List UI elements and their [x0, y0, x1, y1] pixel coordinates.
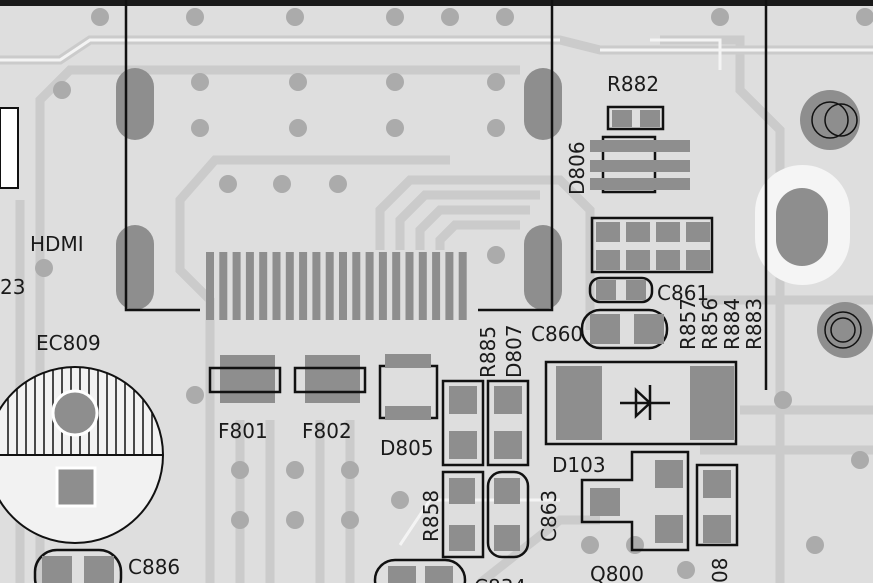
- label-f802: F802: [302, 419, 352, 443]
- connector-pin: [432, 252, 441, 320]
- connector-pin: [405, 252, 414, 320]
- connector-pin: [285, 252, 294, 320]
- label-hdmi: HDMI: [30, 232, 84, 256]
- vias: [35, 8, 873, 579]
- label-d103: D103: [552, 453, 606, 477]
- hdmi-connector: [0, 0, 768, 390]
- label-r856: R856: [698, 298, 722, 350]
- connector-pin: [325, 252, 334, 320]
- connector-pin: [312, 252, 321, 320]
- label-f801: F801: [218, 419, 268, 443]
- label-q800: Q800: [590, 562, 644, 583]
- connector-pin: [418, 252, 427, 320]
- label-23: 23: [0, 275, 25, 299]
- connector-pin: [259, 252, 268, 320]
- label-c861: C861: [657, 281, 709, 305]
- label-r885: R885: [476, 326, 500, 378]
- connector-pin: [365, 252, 374, 320]
- label-r884: R884: [720, 298, 744, 350]
- connector-pin: [232, 252, 241, 320]
- connector-pin: [392, 252, 401, 320]
- connector-pin: [206, 252, 214, 320]
- label-08: 08: [708, 558, 732, 583]
- components: [0, 105, 739, 583]
- label-r882: R882: [607, 72, 659, 96]
- connector-pin: [445, 252, 454, 320]
- connector-pin: [458, 252, 467, 320]
- label-c886: C886: [128, 555, 180, 579]
- connector-pin: [352, 252, 361, 320]
- label-d807: D807: [502, 324, 526, 378]
- connector-pin: [378, 252, 387, 320]
- connector-pin: [339, 252, 347, 320]
- label-r883: R883: [742, 298, 766, 350]
- connector-pin: [219, 252, 228, 320]
- label-c860: C860: [531, 322, 583, 346]
- connector-pin: [272, 252, 281, 320]
- silkscreen-labels: HDMI 23 EC809 C886 F801 F802 D805 R885 D…: [0, 72, 766, 583]
- connector-pin: [245, 252, 254, 320]
- label-ec809: EC809: [36, 331, 101, 355]
- connector-pin: [299, 252, 308, 320]
- copper-traces: [0, 35, 873, 583]
- top-edge-bar: [0, 0, 873, 6]
- label-r858: R858: [419, 490, 443, 542]
- label-d805: D805: [380, 436, 434, 460]
- label-c863: C863: [537, 490, 561, 542]
- label-r857: R857: [676, 298, 700, 350]
- label-d806: D806: [565, 141, 589, 195]
- label-c834: C834: [474, 575, 526, 583]
